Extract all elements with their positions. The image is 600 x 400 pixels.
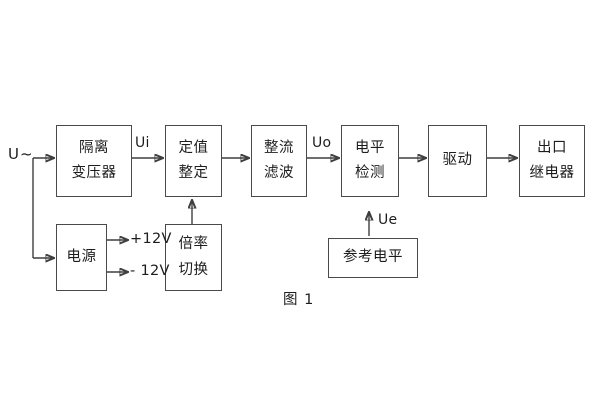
block-driver[interactable]: 驱动 (428, 125, 487, 197)
block-power-supply[interactable]: 电源 (56, 224, 107, 291)
figure-caption: 图 1 (283, 292, 315, 308)
block-label-line: 继电器 (529, 165, 575, 181)
block-label-line: 参考电平 (343, 249, 403, 266)
label-signal-ue: Ue (378, 212, 398, 228)
block-label-line: 整流 (264, 139, 294, 156)
block-reference-level[interactable]: 参考电平 (328, 238, 418, 278)
label-supply-negative: - 12V (130, 263, 170, 279)
block-rectify-filter[interactable]: 整流 滤波 (251, 125, 307, 197)
block-label-line: 检测 (355, 165, 385, 181)
block-label-line: 滤波 (264, 165, 294, 181)
block-label-line: 隔离 (79, 139, 109, 156)
label-signal-uo: Uo (312, 135, 332, 151)
label-signal-ui: Ui (135, 135, 150, 151)
block-label-line: 出口 (537, 139, 567, 156)
block-label-line: 切换 (178, 261, 209, 278)
block-multiplier-switch[interactable]: 倍率 切换 (165, 224, 222, 291)
block-label-line: 定值 (178, 139, 209, 156)
block-label-line: 驱动 (442, 152, 473, 169)
block-setting-value[interactable]: 定值 整定 (165, 125, 222, 197)
block-label-line: 整定 (178, 165, 209, 181)
label-supply-positive: +12V (130, 231, 172, 247)
block-label-line: 电平 (355, 139, 385, 156)
block-output-relay[interactable]: 出口 继电器 (519, 125, 585, 197)
label-input-voltage: U~ (8, 145, 34, 163)
block-isolation-transformer[interactable]: 隔离 变压器 (56, 125, 132, 197)
block-label-line: 倍率 (178, 236, 209, 253)
block-level-detect[interactable]: 电平 检测 (341, 125, 399, 197)
wire-input-branch (32, 158, 54, 258)
block-label-line: 电源 (66, 248, 97, 265)
block-label-line: 变压器 (71, 165, 117, 181)
